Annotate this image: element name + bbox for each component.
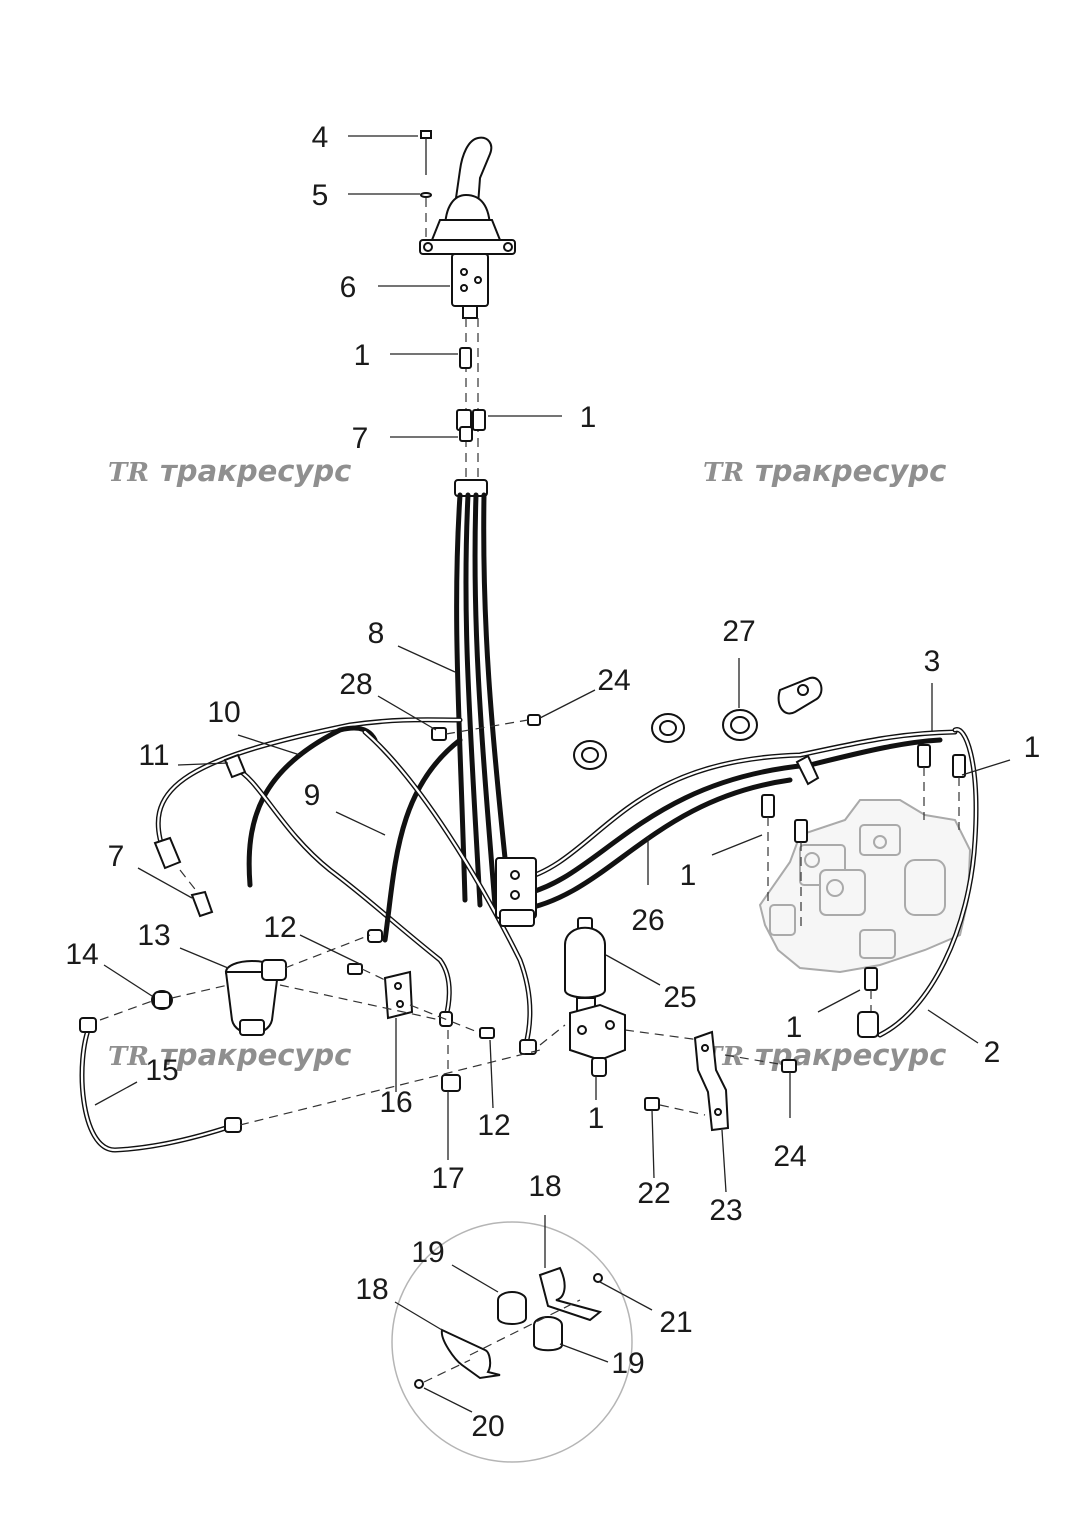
fitting-part-17: [441, 1074, 461, 1092]
callout-20: 20: [471, 1410, 504, 1443]
filter-part-13: [224, 959, 287, 1036]
callout-10: 10: [207, 696, 240, 729]
callout-1-b: 1: [580, 401, 597, 434]
callout-labels: 4 5 6 1 1 7 8 28 24 27 3 1 10 11 9 7 1 2…: [65, 121, 1040, 1443]
svg-text:тракресурс: тракресурс: [160, 1038, 351, 1072]
bracket-part-23: [693, 1030, 730, 1132]
callout-12-b: 12: [477, 1109, 510, 1142]
callout-1-e: 1: [786, 1011, 803, 1044]
svg-text:тракресурс: тракресурс: [755, 454, 946, 488]
watermark-top-left: TR тракресурс: [108, 454, 351, 488]
callout-7-b: 7: [108, 840, 125, 873]
callout-15: 15: [145, 1054, 178, 1087]
hose-bundle-part-8: [454, 492, 513, 908]
detail-view-clamp: [391, 1221, 633, 1463]
leader-lines: [94, 135, 1011, 1413]
callout-13: 13: [137, 919, 170, 952]
valve-fittings: [761, 744, 966, 1038]
callout-1-a: 1: [354, 339, 371, 372]
screw-part-4: [420, 130, 432, 175]
callout-3: 3: [924, 645, 941, 678]
callout-6: 6: [340, 271, 357, 304]
callout-24-a: 24: [597, 664, 630, 697]
bolt-part-12-a: [347, 963, 363, 975]
bolt-part-24-top: [445, 714, 541, 735]
callout-17: 17: [431, 1162, 464, 1195]
callout-18-a: 18: [528, 1170, 561, 1203]
bolt-part-12-b: [479, 1027, 495, 1039]
hose-part-15: [79, 1022, 238, 1153]
callout-23: 23: [709, 1194, 742, 1227]
callout-2: 2: [984, 1036, 1001, 1069]
callout-19-b: 19: [611, 1347, 644, 1380]
callout-5: 5: [312, 179, 329, 212]
callout-9: 9: [304, 779, 321, 812]
bracket-part-16: [383, 970, 414, 1020]
control-valve-block: [758, 799, 972, 974]
joystick-assembly: [419, 136, 516, 319]
callout-21: 21: [659, 1306, 692, 1339]
callout-24-b: 24: [773, 1140, 806, 1173]
washer-part-5: [420, 192, 432, 240]
fitting-part-11: [223, 753, 247, 779]
callout-12-a: 12: [263, 911, 296, 944]
callout-8: 8: [368, 617, 385, 650]
callout-18-b: 18: [355, 1273, 388, 1306]
callout-19-a: 19: [411, 1236, 444, 1269]
clip-part-28: [431, 727, 447, 741]
bolt-part-22: [644, 1097, 660, 1111]
valve-block-part-1: [569, 1003, 626, 1077]
bushing-part-27: [573, 676, 823, 770]
pilot-fittings-column: [454, 318, 488, 497]
hose-part-26: [517, 729, 958, 913]
fitting-part-7-left: [153, 836, 214, 918]
callout-1-d: 1: [680, 859, 697, 892]
assembly-dash-lines: [99, 934, 786, 1126]
callout-1-c: 1: [1024, 731, 1041, 764]
callout-4: 4: [312, 121, 329, 154]
callout-22: 22: [637, 1177, 670, 1210]
watermark-top-right: TR тракресурс: [703, 454, 946, 488]
svg-text:тракресурс: тракресурс: [160, 454, 351, 488]
fitting-part-hose-ends: [367, 929, 537, 1055]
svg-text:TR: TR: [108, 458, 149, 488]
callout-26: 26: [631, 904, 664, 937]
bolt-part-24-bottom: [781, 1059, 797, 1073]
callout-7-a: 7: [352, 422, 369, 455]
callout-27: 27: [722, 615, 755, 648]
callout-14: 14: [65, 938, 98, 971]
callout-28: 28: [339, 668, 372, 701]
callout-16: 16: [379, 1086, 412, 1119]
callout-11: 11: [138, 739, 169, 772]
watermark-bottom-right: TR тракресурс: [703, 1038, 946, 1072]
svg-text:TR: TR: [703, 458, 744, 488]
manifold-plate: [495, 857, 537, 927]
watermark-bottom-left: TR тракресурс: [108, 1038, 351, 1072]
plug-part-14: [151, 990, 173, 1010]
callout-1-f: 1: [588, 1102, 605, 1135]
hose-part-10: [155, 717, 463, 858]
hose-part-2: [877, 727, 979, 1038]
callout-25: 25: [663, 981, 696, 1014]
svg-text:TR: TR: [108, 1042, 149, 1072]
accumulator-part-25: [564, 917, 606, 1014]
